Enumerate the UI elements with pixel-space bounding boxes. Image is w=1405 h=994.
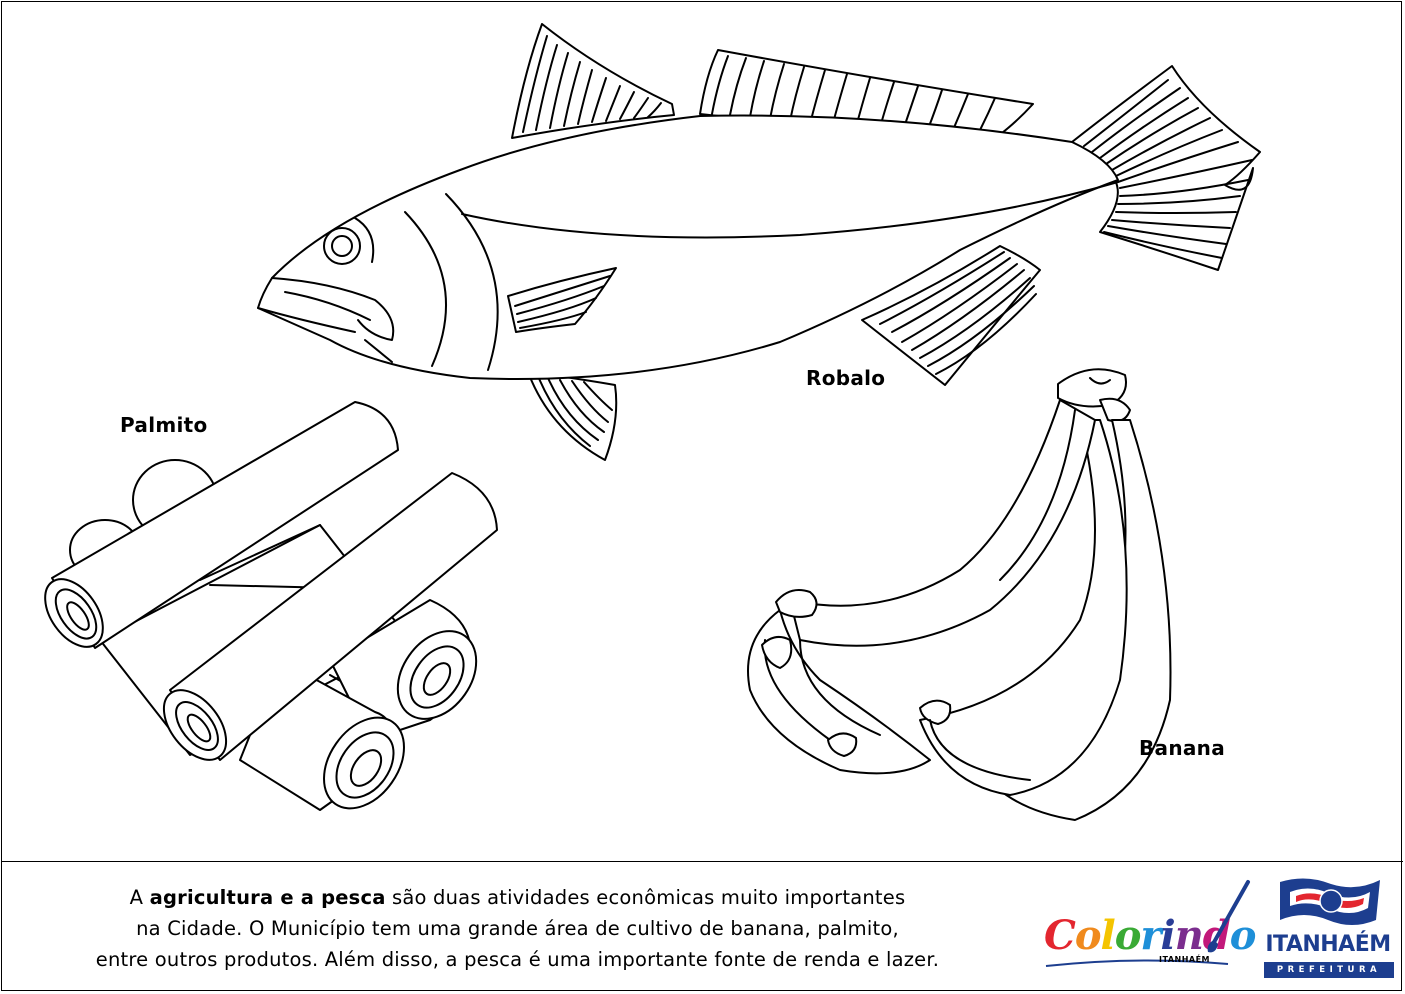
label-robalo: Robalo (806, 366, 886, 390)
colorindo-sub: ITANHAÉM (1159, 955, 1211, 964)
footer-divider (1, 861, 1403, 862)
colorindo-letter: o (1074, 912, 1102, 959)
label-palmito: Palmito (120, 413, 208, 437)
colorindo-letter: i (1160, 912, 1176, 959)
caption-line1-prefix: A (129, 886, 150, 909)
colorindo-letter: n (1174, 912, 1204, 959)
label-banana: Banana (1139, 736, 1226, 760)
caption-line-2: na Cidade. O Município tem uma grande ár… (136, 917, 899, 940)
city-flag-icon (1280, 878, 1380, 925)
colorindo-letter: l (1100, 912, 1116, 959)
paintbrush-icon (1045, 880, 1250, 967)
caption-line-1: A agricultura e a pesca são duas ativida… (40, 882, 995, 913)
colorindo-letter: r (1140, 912, 1161, 959)
caption-line1-suffix: são duas atividades econômicas muito imp… (385, 886, 906, 909)
robalo-fish-drawing (257, 23, 1261, 461)
caption-text: A agricultura e a pesca são duas ativida… (40, 882, 995, 975)
itanhaem-name: ITANHAÉM (1265, 932, 1391, 957)
colorindo-letter: o (1229, 912, 1257, 959)
banana-drawing (747, 368, 1172, 821)
colorindo-letter: C (1044, 912, 1076, 959)
caption-bold-phrase: agricultura e a pesca (149, 886, 386, 909)
colorindo-letter: o (1114, 912, 1142, 959)
caption-line-3: entre outros produtos. Além disso, a pes… (95, 948, 940, 971)
palmito-drawing (44, 401, 498, 811)
itanhaem-prefeitura: PREFEITURA (1264, 962, 1394, 978)
itanhaem-logo: ITANHAÉM PREFEITURA (1262, 872, 1397, 984)
colorindo-wordmark: Colorindo (1044, 912, 1257, 959)
colorindo-logo: Colorindo ITANHAÉM (1038, 874, 1258, 974)
coloring-illustration (44, 23, 1261, 821)
